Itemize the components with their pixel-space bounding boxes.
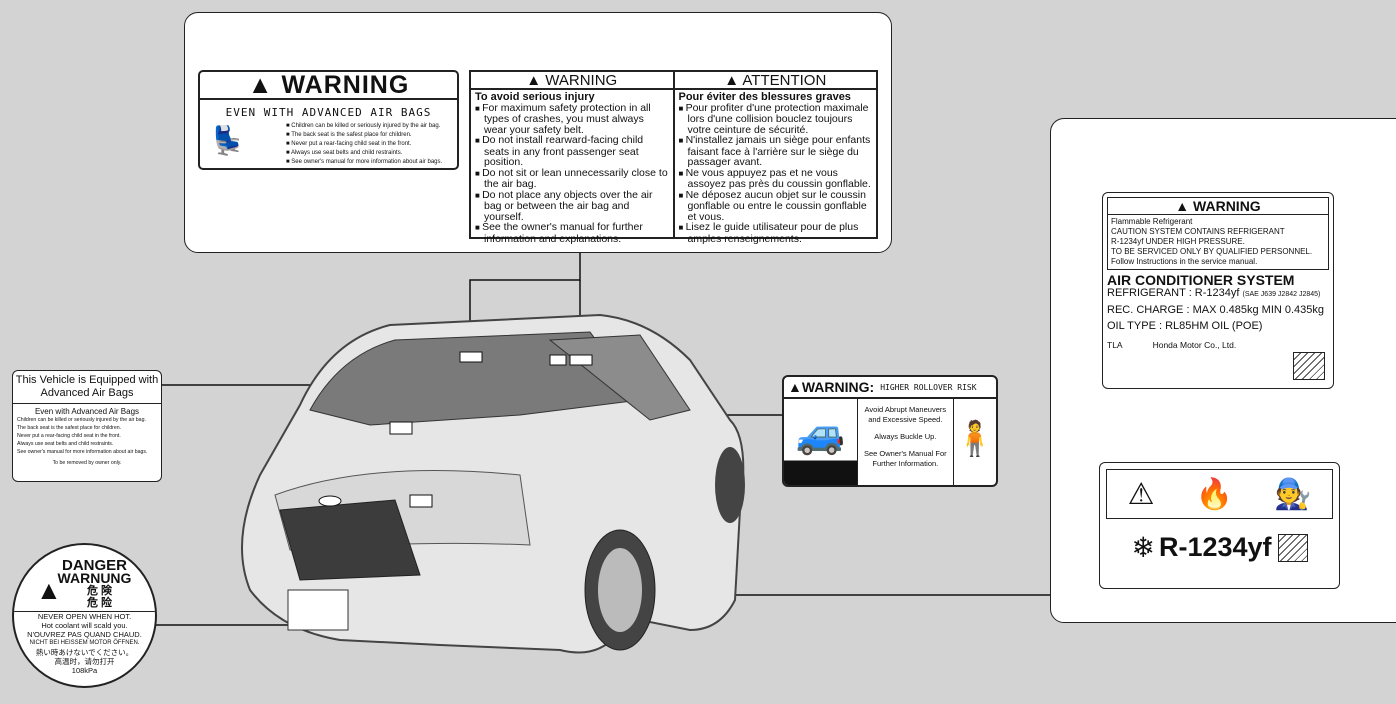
list-item: Ne vous appuyez pas et ne vous assoyez p… (679, 167, 874, 190)
warning-triangle-icon: ⚠ (1127, 477, 1155, 511)
label-subtitle: EVEN WITH ADVANCED AIR BAGS (225, 106, 432, 119)
ac-system-label: ▲ WARNING Flammable Refrigerant CAUTION … (1102, 192, 1334, 389)
warning-text: CAUTION SYSTEM CONTAINS REFRIGERANT (1111, 227, 1285, 236)
car-illustration (241, 313, 745, 654)
model-code: TLA (1107, 340, 1123, 350)
list-item: Children can be killed or seriously inju… (17, 417, 146, 423)
caution-text: 熱い時あけないでください。 (35, 648, 134, 657)
instruction-text: Avoid Abrupt Maneuvers and Excessive Spe… (864, 405, 947, 424)
list-item: For maximum safety protection in all typ… (475, 102, 670, 136)
danger-text: DANGER (61, 557, 127, 574)
service-technician-icon: 🧑‍🔧 (1274, 477, 1312, 511)
label-title: WARNING: (801, 379, 875, 395)
child-seat-airbag-icon: 💺 (210, 125, 245, 156)
column-title: WARNING (545, 72, 618, 89)
manufacturer: Honda Motor Co., Ltd. (1152, 340, 1237, 350)
warning-triangle-icon: ▲ (1175, 198, 1194, 214)
list-item: Never put a rear-facing child seat in th… (17, 433, 121, 439)
list-item: N'installez jamais un siège pour enfants… (679, 135, 874, 168)
seatbelt-icon: 🧍 (953, 420, 996, 458)
warning-text: Follow Instructions in the service manua… (1111, 257, 1258, 266)
warning-triangle-icon: ▲ (36, 575, 62, 605)
french-column: ▲ ATTENTION Pour éviter des blessures gr… (672, 72, 876, 244)
caution-text: N'OUVREZ PAS QUAND CHAUD. (27, 630, 142, 639)
refrigerant-name: R-1234yf (1158, 532, 1272, 562)
label-footer: To be removed by owner only. (52, 460, 122, 466)
list-item: Do not install rearward-facing child sea… (475, 135, 670, 168)
list-item: Never put a rear-facing child seat in th… (286, 140, 442, 149)
warning-triangle-icon: ▲ (247, 70, 282, 99)
refrigerant-type: REFRIGERANT : R-1234yf (1107, 287, 1240, 299)
list-item: Always use seat belts and child restrain… (17, 441, 114, 447)
list-item: Lisez le guide utilisateur pour de plus … (679, 222, 874, 244)
label-marker-visor (389, 421, 413, 435)
label-marker-rollover (549, 354, 567, 366)
visor-airbag-label: This Vehicle is Equipped with Advanced A… (12, 370, 162, 482)
label-title: This Vehicle is Equipped with Advanced A… (13, 371, 161, 404)
warning-triangle-icon: ▲ (526, 72, 546, 89)
list-item: Ne déposez aucun objet sur le coussin go… (679, 189, 874, 223)
list-item: Do not place any objects over the air ba… (475, 189, 670, 223)
list-item: See the owner's manual for further infor… (475, 222, 670, 244)
list-item: Do not sit or lean unnecessarily close t… (475, 167, 670, 190)
english-column: ▲ WARNING To avoid serious injury For ma… (471, 72, 673, 244)
warning-text: TO BE SERVICED ONLY BY QUALIFIED PERSONN… (1111, 247, 1313, 256)
label-marker-airbag (569, 354, 593, 366)
cjk-text: 危 険 (86, 585, 113, 597)
warning-text: Flammable Refrigerant (1111, 217, 1193, 226)
caution-text: NICHT BEI HEISSEM MOTOR ÖFFNEN. (29, 640, 140, 646)
caution-text: Hot coolant will scald you. (41, 621, 128, 630)
list-item: Children can be killed or seriously inju… (286, 122, 442, 131)
instruction-text: See Owner's Manual For Further Informati… (863, 449, 947, 468)
cjk-text: 危 险 (14, 597, 155, 612)
refrigerant-icon-label: ⚠ 🔥 🧑‍🔧 ❄ R-1234yf (1099, 462, 1340, 589)
pressure-value: 108kPa (71, 666, 98, 675)
tipping-vehicle-icon: 🚙 (784, 399, 858, 485)
warning-triangle-icon: ▲ (724, 72, 743, 89)
list-item: The back seat is the safest place for ch… (286, 131, 442, 140)
hatched-box-icon (1277, 533, 1308, 562)
instruction-text: Always Buckle Up. (874, 432, 937, 441)
label-marker-radiator (318, 495, 342, 507)
bilingual-airbag-label: ▲ WARNING To avoid serious injury For ma… (469, 70, 878, 244)
system-title: AIR CONDITIONER SYSTEM (1107, 272, 1295, 288)
snowflake-icon: ❄ (1131, 532, 1155, 563)
hatched-box-icon (1293, 352, 1325, 380)
column-subtitle: Pour éviter des blessures graves (678, 91, 851, 103)
column-title: ATTENTION (742, 72, 827, 89)
warning-triangle-icon: ▲ (788, 379, 802, 395)
label-title: WARNING (1193, 198, 1261, 214)
list-item: See owner's manual for more information … (286, 158, 442, 167)
oil-type: OIL TYPE : RL85HM OIL (POE) (1107, 320, 1263, 332)
flammable-icon: 🔥 (1195, 477, 1233, 511)
label-marker-sunvisor (459, 351, 483, 363)
caution-text: NEVER OPEN WHEN HOT. (37, 612, 132, 621)
warnung-text: WARNUNG (57, 570, 132, 586)
list-item: The back seat is the safest place for ch… (17, 425, 122, 431)
standards: (SAE J639 J2842 J2845) (1242, 291, 1321, 298)
label-title: WARNING (281, 70, 410, 99)
list-item: Always use seat belts and child restrain… (286, 149, 442, 158)
caution-text: 高温时，请勿打开 (54, 657, 115, 666)
column-subtitle: To avoid serious injury (475, 91, 595, 103)
airbag-warning-label: ▲ WARNING EVEN WITH ADVANCED AIR BAGS 💺 … (198, 70, 459, 170)
label-subtitle: HIGHER ROLLOVER RISK (880, 382, 977, 392)
refrigerant-charge: REC. CHARGE : MAX 0.485kg MIN 0.435kg (1107, 304, 1325, 316)
label-subtitle: Even with Advanced Air Bags (34, 407, 140, 416)
warning-text: R-1234yf UNDER HIGH PRESSURE. (1111, 237, 1245, 246)
rollover-warning-label: ▲ WARNING: HIGHER ROLLOVER RISK 🚙 Avoid … (782, 375, 998, 487)
radiator-cap-label: DANGER WARNUNG ▲ 危 険 危 险 NEVER OPEN WHEN… (12, 543, 157, 688)
list-item: Pour profiter d'une protection maximale … (679, 102, 874, 136)
label-marker-ac (409, 494, 433, 508)
list-item: See owner's manual for more information … (17, 449, 148, 455)
